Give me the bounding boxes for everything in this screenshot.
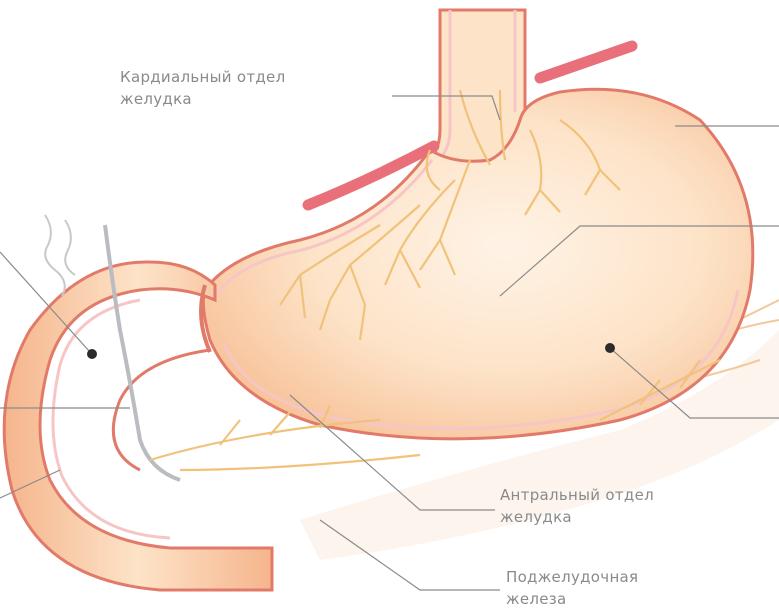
label-cardia: Кардиальный отдел желудка <box>120 66 285 110</box>
marker-greater-curvature <box>605 343 615 353</box>
top-left-vessels <box>45 215 75 296</box>
label-pancreas: Поджелудочная железа <box>506 566 638 610</box>
marker-duodenal-bulb <box>87 349 97 359</box>
label-antrum-line2: желудка <box>500 506 654 528</box>
label-cardia-line1: Кардиальный отдел <box>120 66 285 88</box>
label-cardia-line2: желудка <box>120 88 285 110</box>
label-antrum: Антральный отдел желудка <box>500 484 654 528</box>
label-pancreas-line2: железа <box>506 588 638 610</box>
gastric-artery-upper <box>540 46 632 78</box>
label-antrum-line1: Антральный отдел <box>500 484 654 506</box>
label-pancreas-line1: Поджелудочная <box>506 566 638 588</box>
